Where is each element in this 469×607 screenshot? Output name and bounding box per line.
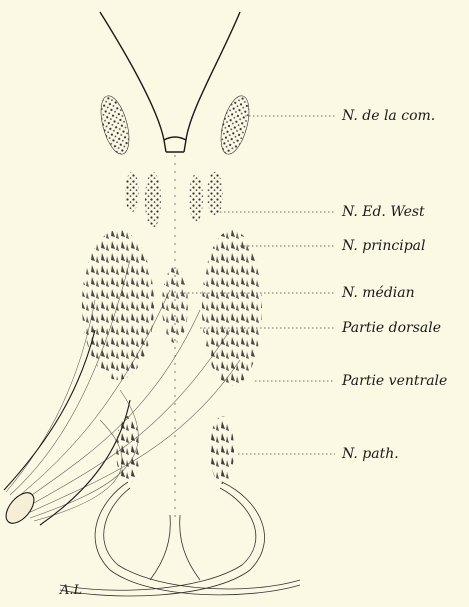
label-principal: N. principal [342,239,426,253]
median-nucleus [162,267,188,343]
label-dorsale: Partie dorsale [342,321,441,335]
label-path: N. path. [342,447,399,461]
edwest-nucleus [125,172,223,228]
decussation [60,482,300,596]
label-median: N. médian [342,286,415,300]
label-commissure: N. de la com. [342,109,435,123]
label-edwest: N. Ed. West [342,205,425,219]
artist-signature: A.L [60,583,82,598]
label-ventrale: Partie ventrale [342,374,447,388]
commissure-nucleus [96,93,255,157]
pathetic-nucleus [116,416,234,484]
